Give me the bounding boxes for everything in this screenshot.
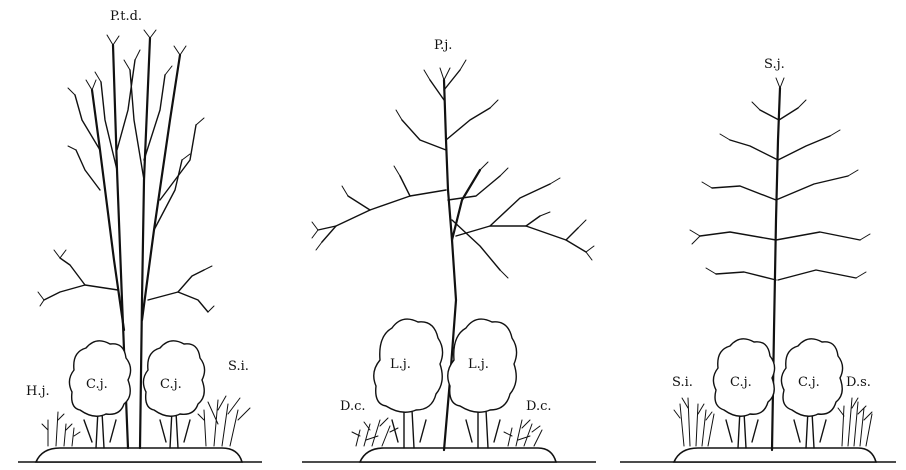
panel-1-right-outer-label: S.i. bbox=[228, 359, 249, 374]
panel-3-right-outer-label: D.s. bbox=[846, 375, 871, 390]
panel-2-mound bbox=[360, 448, 556, 462]
panel-3-mound bbox=[674, 448, 876, 462]
panel-1-right-shrub: C.j. bbox=[143, 341, 204, 448]
panel-2-left-shrub: L.j. bbox=[374, 319, 443, 448]
panel-2: P.j. L.j. L.j. D.c. bbox=[302, 38, 596, 462]
panel-2-right-crown-label: L.j. bbox=[468, 357, 489, 372]
panel-2-right-shrub: L.j. bbox=[448, 319, 517, 448]
panel-2-left-crown-label: L.j. bbox=[390, 357, 411, 372]
panel-3-left-crown-label: C.j. bbox=[730, 375, 752, 390]
panel-1-left-shrub: C.j. bbox=[69, 341, 130, 448]
panel-2-left-outer-label: D.c. bbox=[340, 399, 366, 414]
panel-3-left-shrub: C.j. bbox=[713, 339, 774, 448]
panel-2-right-small-shrub: D.c. bbox=[504, 399, 552, 446]
panel-2-right-outer-label: D.c. bbox=[526, 399, 552, 414]
panel-1-right-crown-label: C.j. bbox=[160, 377, 182, 392]
panel-3-tree-label: S.j. bbox=[764, 57, 785, 72]
panel-3-right-small-shrub: D.s. bbox=[838, 375, 872, 446]
panel-3-right-crown-label: C.j. bbox=[798, 375, 820, 390]
panel-3: S.j. C.j. C.j. S.i. D.s. bbox=[620, 57, 896, 462]
panel-1-left-outer-label: H.j. bbox=[26, 384, 50, 399]
panel-3-left-small-shrub: S.i. bbox=[672, 375, 714, 446]
panel-1: P.t.d. C.j. bbox=[18, 9, 262, 462]
panel-1-mound bbox=[36, 448, 242, 462]
panel-3-left-outer-label: S.i. bbox=[672, 375, 693, 390]
panel-1-left-crown-label: C.j. bbox=[86, 377, 108, 392]
panel-2-tree-label: P.j. bbox=[434, 38, 452, 53]
panel-3-right-shrub: C.j. bbox=[781, 339, 842, 448]
panel-1-right-small-shrub: S.i. bbox=[198, 359, 250, 446]
panel-1-tree-label: P.t.d. bbox=[110, 9, 142, 24]
